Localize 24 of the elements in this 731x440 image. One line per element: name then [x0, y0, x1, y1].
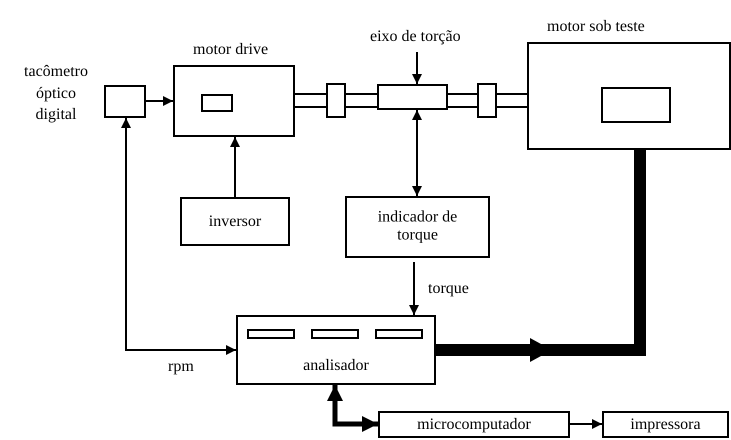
- device-box: [602, 411, 729, 438]
- thick-arrow: [436, 150, 646, 362]
- arrow: [412, 52, 422, 84]
- arrow: [146, 96, 173, 106]
- node-label: impressora: [629, 415, 702, 434]
- node-label: inversor: [208, 212, 262, 231]
- arrow: [121, 118, 236, 355]
- thick-arrow: [327, 385, 378, 432]
- arrow: [570, 419, 602, 429]
- device-box: [180, 197, 290, 246]
- node-label: eixo de torção: [370, 28, 461, 46]
- arrow: [412, 110, 422, 196]
- node-label: microcomputador: [416, 415, 532, 434]
- device-box: [345, 196, 490, 258]
- arrow: [230, 137, 240, 197]
- node-label: tacômetro óptico digital: [23, 62, 89, 126]
- node-label: motor drive: [193, 40, 268, 59]
- node-label: analisador: [302, 356, 370, 375]
- device-box: [378, 411, 570, 438]
- device-box: [236, 315, 436, 385]
- node-label: indicador de torque: [376, 208, 458, 246]
- arrow: [409, 262, 419, 315]
- node-label: motor sob teste: [547, 18, 645, 36]
- shaft-box: [377, 84, 448, 110]
